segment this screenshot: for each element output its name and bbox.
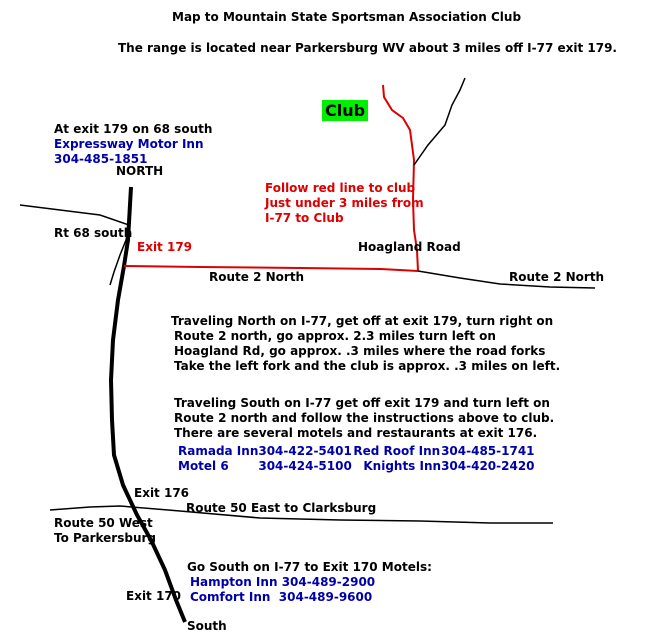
motel-phone: 304-420-2420 <box>441 458 535 473</box>
motel-row: Motel 6 304-424-5100 Knights Inn 304-420… <box>178 458 535 473</box>
motel-name: Red Roof Inn <box>353 443 441 458</box>
north-directions-line-1: Traveling North on I-77, get off at exit… <box>171 314 554 328</box>
south-directions-line-3: There are several motels and restaurants… <box>174 426 538 440</box>
south-directions-line-2: Route 2 north and follow the instruction… <box>174 411 555 425</box>
exit170-motel-2: Comfort Inn 304-489-9600 <box>190 590 375 605</box>
exit179-motel-info: At exit 179 on 68 south Expressway Motor… <box>54 122 212 167</box>
red-note-line-2: Just under 3 miles from <box>265 196 424 210</box>
expressway-inn-name: Expressway Motor Inn <box>54 137 204 151</box>
club-marker: Club <box>322 100 369 121</box>
motel-name: Ramada Inn <box>178 443 259 458</box>
route50-west-label: Route 50 West To Parkersburg <box>54 516 156 546</box>
motel-phone: 304-489-2900 <box>281 575 376 589</box>
fork-road <box>413 77 466 166</box>
motel-phone: 304-424-5100 <box>258 458 352 473</box>
north-directions-line-3: Hoagland Rd, go approx. .3 miles where t… <box>174 344 546 358</box>
hoagland-red <box>382 84 419 272</box>
map-title: Map to Mountain State Sportsman Associat… <box>172 10 522 24</box>
route2-red <box>123 265 419 272</box>
north-directions: Traveling North on I-77, get off at exit… <box>171 314 560 374</box>
exit179-label: Exit 179 <box>137 240 193 254</box>
rt68-road <box>19 204 130 286</box>
exit179-heading: At exit 179 on 68 south <box>54 122 213 136</box>
red-line-note: Follow red line to club Just under 3 mil… <box>265 181 424 226</box>
north-directions-line-4: Take the left fork and the club is appro… <box>174 359 561 373</box>
exit170-motel-1: Hampton Inn 304-489-2900 <box>190 575 375 590</box>
route50-west-line-1: Route 50 West <box>54 516 153 530</box>
expressway-inn-phone: 304-485-1851 <box>54 152 148 166</box>
north-directions-line-2: Route 2 north, go approx. 2.3 miles turn… <box>174 329 496 343</box>
route50-east-label: Route 50 East to Clarksburg <box>186 501 377 515</box>
motel-name: Knights Inn <box>363 458 442 473</box>
motel-phone: 304-422-5401 <box>258 443 352 458</box>
map-subtitle: The range is located near Parkersburg WV… <box>118 41 617 55</box>
south-directions: Traveling South on I-77 get off exit 179… <box>174 396 554 441</box>
exit170-heading: Go South on I-77 to Exit 170 Motels: <box>187 560 432 574</box>
motel-phone: 304-489-9600 <box>278 590 373 604</box>
north-label: NORTH <box>116 164 164 178</box>
exit170-label: Exit 170 <box>126 589 182 603</box>
hoagland-road-label: Hoagland Road <box>358 240 461 254</box>
rt68-label: Rt 68 south <box>54 226 133 240</box>
exit176-label: Exit 176 <box>134 486 190 500</box>
route2-left-label: Route 2 North <box>209 270 305 284</box>
motel-row: Ramada Inn 304-422-5401 Red Roof Inn 304… <box>178 443 535 458</box>
motel-name: Hampton Inn <box>190 575 278 589</box>
exit170-motel-list: Hampton Inn 304-489-2900 Comfort Inn 304… <box>190 575 375 605</box>
motel-phone: 304-485-1741 <box>441 443 535 458</box>
motel-name: Comfort Inn <box>190 590 271 604</box>
route50-west-line-2: To Parkersburg <box>54 531 156 545</box>
red-note-line-3: I-77 to Club <box>265 211 344 225</box>
red-note-line-1: Follow red line to club <box>265 181 416 195</box>
route2-black <box>417 270 596 289</box>
south-label: South <box>187 619 227 633</box>
route2-right-label: Route 2 North <box>509 270 605 284</box>
i77-highway <box>108 186 187 623</box>
exit176-motel-list: Ramada Inn 304-422-5401 Red Roof Inn 304… <box>178 443 535 473</box>
south-directions-line-1: Traveling South on I-77 get off exit 179… <box>174 396 550 410</box>
route50-road <box>49 505 553 524</box>
motel-name: Motel 6 <box>178 458 229 473</box>
